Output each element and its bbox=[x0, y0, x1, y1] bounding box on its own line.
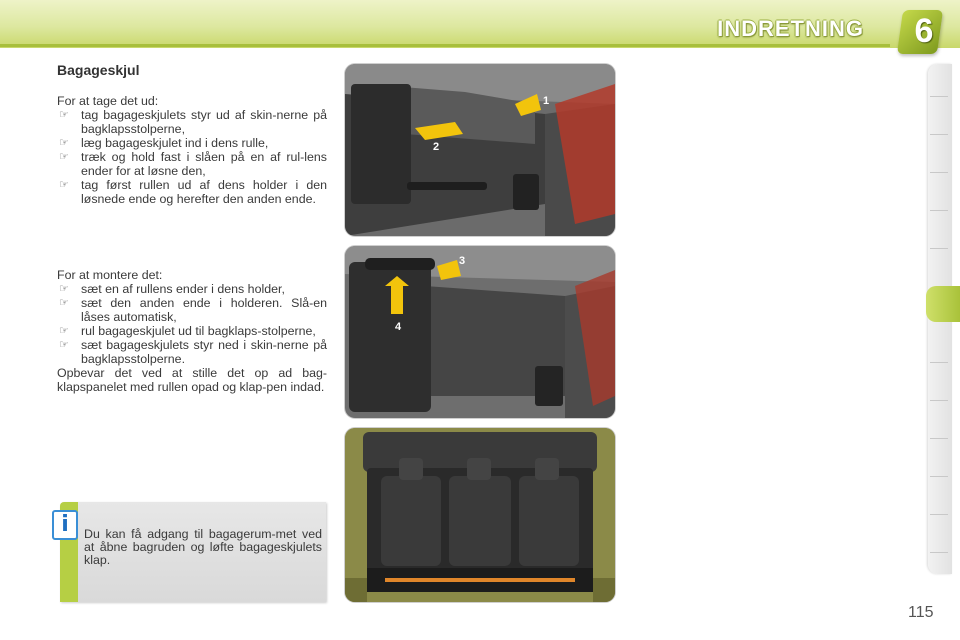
list-item: ☞ sæt den anden ende i holderen. Slå-en l… bbox=[57, 296, 327, 324]
list-item: ☞ sæt en af rullens ender i dens holder, bbox=[57, 282, 327, 296]
info-text: Du kan få adgang til bagagerum-met ved a… bbox=[84, 527, 322, 567]
chapter-tab-divider bbox=[930, 248, 948, 249]
chapter-tab-divider bbox=[930, 552, 948, 553]
chapter-tab-divider bbox=[930, 400, 948, 401]
list-item: ☞ tag bagageskjulets styr ud af skin-nern… bbox=[57, 108, 327, 136]
hand-pointer-icon: ☞ bbox=[59, 151, 69, 163]
chapter-tab-divider bbox=[930, 514, 948, 515]
install-step-2: sæt den anden ende i holderen. Slå-en lå… bbox=[81, 296, 327, 324]
hand-pointer-icon: ☞ bbox=[59, 339, 69, 351]
step-label-1: 1 bbox=[543, 95, 549, 107]
chapter-tab-divider bbox=[930, 362, 948, 363]
list-item: ☞ rul bagageskjulet ud til bagklaps-stolp… bbox=[57, 324, 327, 338]
step-label-4: 4 bbox=[395, 321, 402, 333]
chapter-number: 6 bbox=[914, 12, 934, 50]
info-icon: i bbox=[52, 510, 78, 540]
install-step-4: sæt bagageskjulets styr ned i skin-nerne… bbox=[81, 338, 327, 366]
remove-instructions: For at tage det ud: ☞ tag bagageskjulets … bbox=[57, 94, 327, 206]
step-label-3: 3 bbox=[459, 255, 465, 267]
list-item: ☞ sæt bagageskjulets styr ned i skin-nern… bbox=[57, 338, 327, 366]
chapter-tab-divider bbox=[930, 172, 948, 173]
chapter-tab-active[interactable] bbox=[926, 286, 960, 322]
remove-step-3: træk og hold fast i slåen på en af rul-l… bbox=[81, 150, 327, 178]
illustration-install-cover: 3 4 bbox=[345, 246, 615, 418]
install-instructions: For at montere det: ☞ sæt en af rullens e… bbox=[57, 268, 327, 394]
list-item: ☞ tag først rullen ud af dens holder i de… bbox=[57, 178, 327, 206]
illustration-trunk-rear-view bbox=[345, 428, 615, 602]
remove-step-2: læg bagageskjulet ind i dens rulle, bbox=[81, 136, 269, 150]
chapter-tab-divider bbox=[930, 210, 948, 211]
hand-pointer-icon: ☞ bbox=[59, 109, 69, 121]
chapter-tab-divider bbox=[930, 476, 948, 477]
hand-pointer-icon: ☞ bbox=[59, 179, 69, 191]
page-number: 115 bbox=[908, 604, 934, 621]
list-item: ☞ træk og hold fast i slåen på en af rul-… bbox=[57, 150, 327, 178]
remove-intro: For at tage det ud: bbox=[57, 94, 159, 108]
header-divider bbox=[0, 44, 890, 47]
header-band bbox=[0, 0, 960, 48]
install-intro: For at montere det: bbox=[57, 268, 163, 282]
section-title: Bagageskjul bbox=[57, 62, 140, 78]
install-step-1: sæt en af rullens ender i dens holder, bbox=[81, 282, 285, 296]
hand-pointer-icon: ☞ bbox=[59, 283, 69, 295]
step-label-2: 2 bbox=[433, 141, 439, 153]
hand-pointer-icon: ☞ bbox=[59, 325, 69, 337]
hand-pointer-icon: ☞ bbox=[59, 297, 69, 309]
illustration-remove-cover: 1 2 bbox=[345, 64, 615, 236]
remove-step-4: tag først rullen ud af dens holder i den… bbox=[81, 178, 327, 206]
remove-step-1: tag bagageskjulets styr ud af skin-nerne… bbox=[81, 108, 327, 136]
chapter-tab-divider bbox=[930, 438, 948, 439]
chapter-title: INDRETNING bbox=[717, 16, 864, 41]
chapter-tab-divider bbox=[930, 96, 948, 97]
install-step-3: rul bagageskjulet ud til bagklaps-stolpe… bbox=[81, 324, 316, 338]
hand-pointer-icon: ☞ bbox=[59, 137, 69, 149]
list-item: ☞ læg bagageskjulet ind i dens rulle, bbox=[57, 136, 327, 150]
chapter-tab-divider bbox=[930, 134, 948, 135]
info-box bbox=[60, 502, 326, 602]
storage-note: Opbevar det ved at stille det op ad bag-… bbox=[57, 366, 327, 394]
